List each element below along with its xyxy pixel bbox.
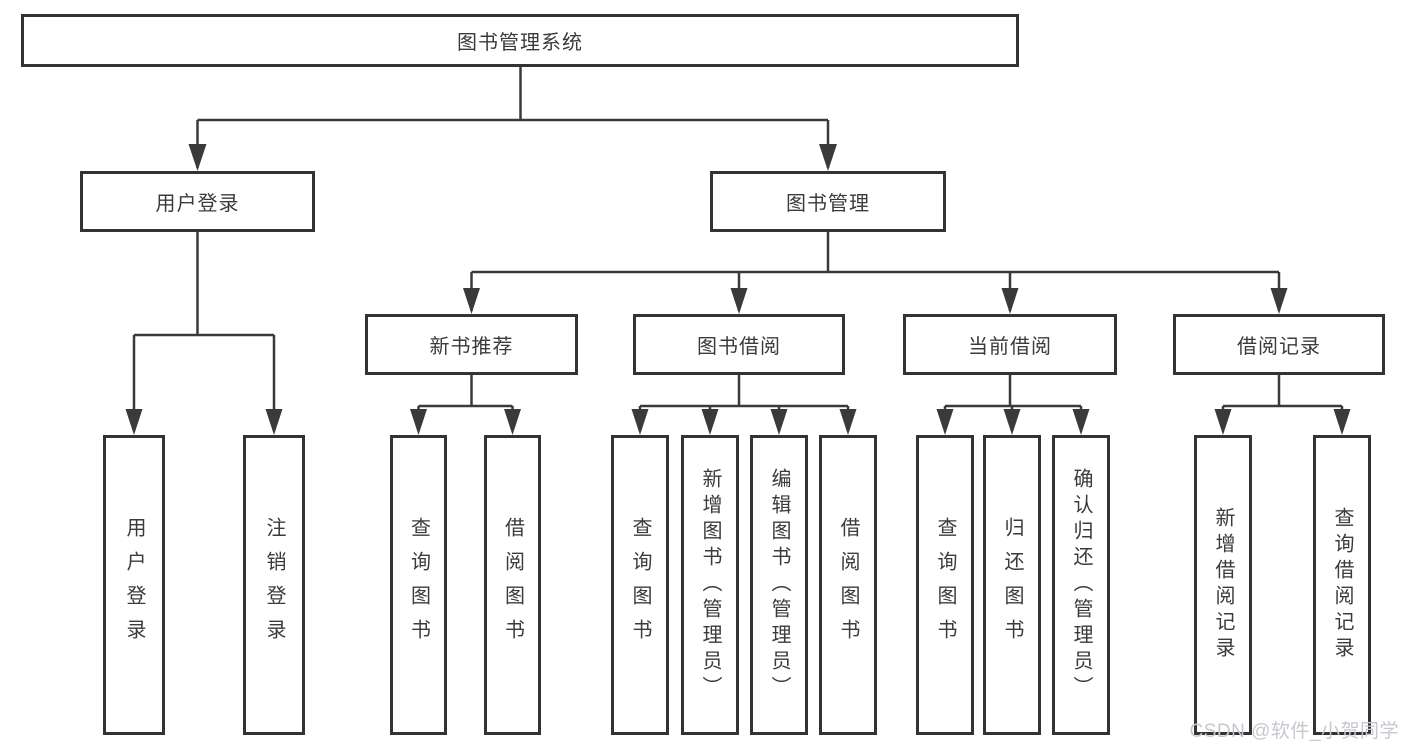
leaf-query-books-current: 查询图书 — [916, 435, 974, 735]
node-borrowing-records: 借阅记录 — [1173, 314, 1385, 375]
node-label: 用户登录 — [155, 193, 240, 215]
leaf-query-books-borrow: 查询图书 — [611, 435, 669, 735]
node-label: 查询借阅记录 — [1331, 507, 1353, 663]
arrowheads — [125, 144, 1351, 435]
csdn-watermark: CSDN @软件_小贺同学 — [1189, 721, 1399, 742]
node-label: 当前借阅 — [968, 336, 1052, 358]
leaf-edit-books-admin: 编辑图书（管理员） — [750, 435, 808, 735]
leaf-borrow-books-recommend: 借阅图书 — [484, 435, 541, 735]
node-label: 新书推荐 — [429, 336, 514, 358]
leaf-logout: 注销登录 — [243, 435, 305, 735]
node-label: 图书借阅 — [697, 336, 781, 358]
node-label: 注销登录 — [263, 517, 285, 653]
node-new-book-recommend: 新书推荐 — [365, 314, 578, 375]
node-label: 图书管理系统 — [457, 32, 583, 54]
leaf-query-borrow-record: 查询借阅记录 — [1313, 435, 1371, 735]
leaf-query-books-recommend: 查询图书 — [390, 435, 447, 735]
leaf-return-books: 归还图书 — [983, 435, 1041, 735]
node-label: 确认归还（管理员） — [1070, 468, 1092, 702]
node-book-borrowing: 图书借阅 — [633, 314, 845, 375]
node-label: 用户登录 — [123, 517, 145, 653]
node-library-system: 图书管理系统 — [21, 14, 1019, 67]
node-label: 借阅图书 — [501, 517, 524, 653]
node-label: 编辑图书（管理员） — [768, 468, 790, 702]
node-book-management: 图书管理 — [710, 171, 946, 232]
node-label: 借阅图书 — [837, 517, 859, 653]
node-label: 查询图书 — [934, 517, 956, 653]
leaf-add-borrow-record: 新增借阅记录 — [1194, 435, 1252, 735]
node-label: 新增图书（管理员） — [699, 468, 721, 702]
node-label: 借阅记录 — [1237, 336, 1321, 358]
node-user-login-group: 用户登录 — [80, 171, 315, 232]
node-current-borrowing: 当前借阅 — [903, 314, 1117, 375]
leaf-add-books-admin: 新增图书（管理员） — [681, 435, 739, 735]
leaf-confirm-return-admin: 确认归还（管理员） — [1052, 435, 1110, 735]
node-label: 归还图书 — [1001, 517, 1023, 653]
node-label: 图书管理 — [786, 193, 870, 215]
leaf-borrow-books: 借阅图书 — [819, 435, 877, 735]
node-label: 查询图书 — [629, 517, 651, 653]
leaf-user-login: 用户登录 — [103, 435, 165, 735]
node-label: 查询图书 — [407, 517, 430, 653]
node-label: 新增借阅记录 — [1212, 507, 1234, 663]
